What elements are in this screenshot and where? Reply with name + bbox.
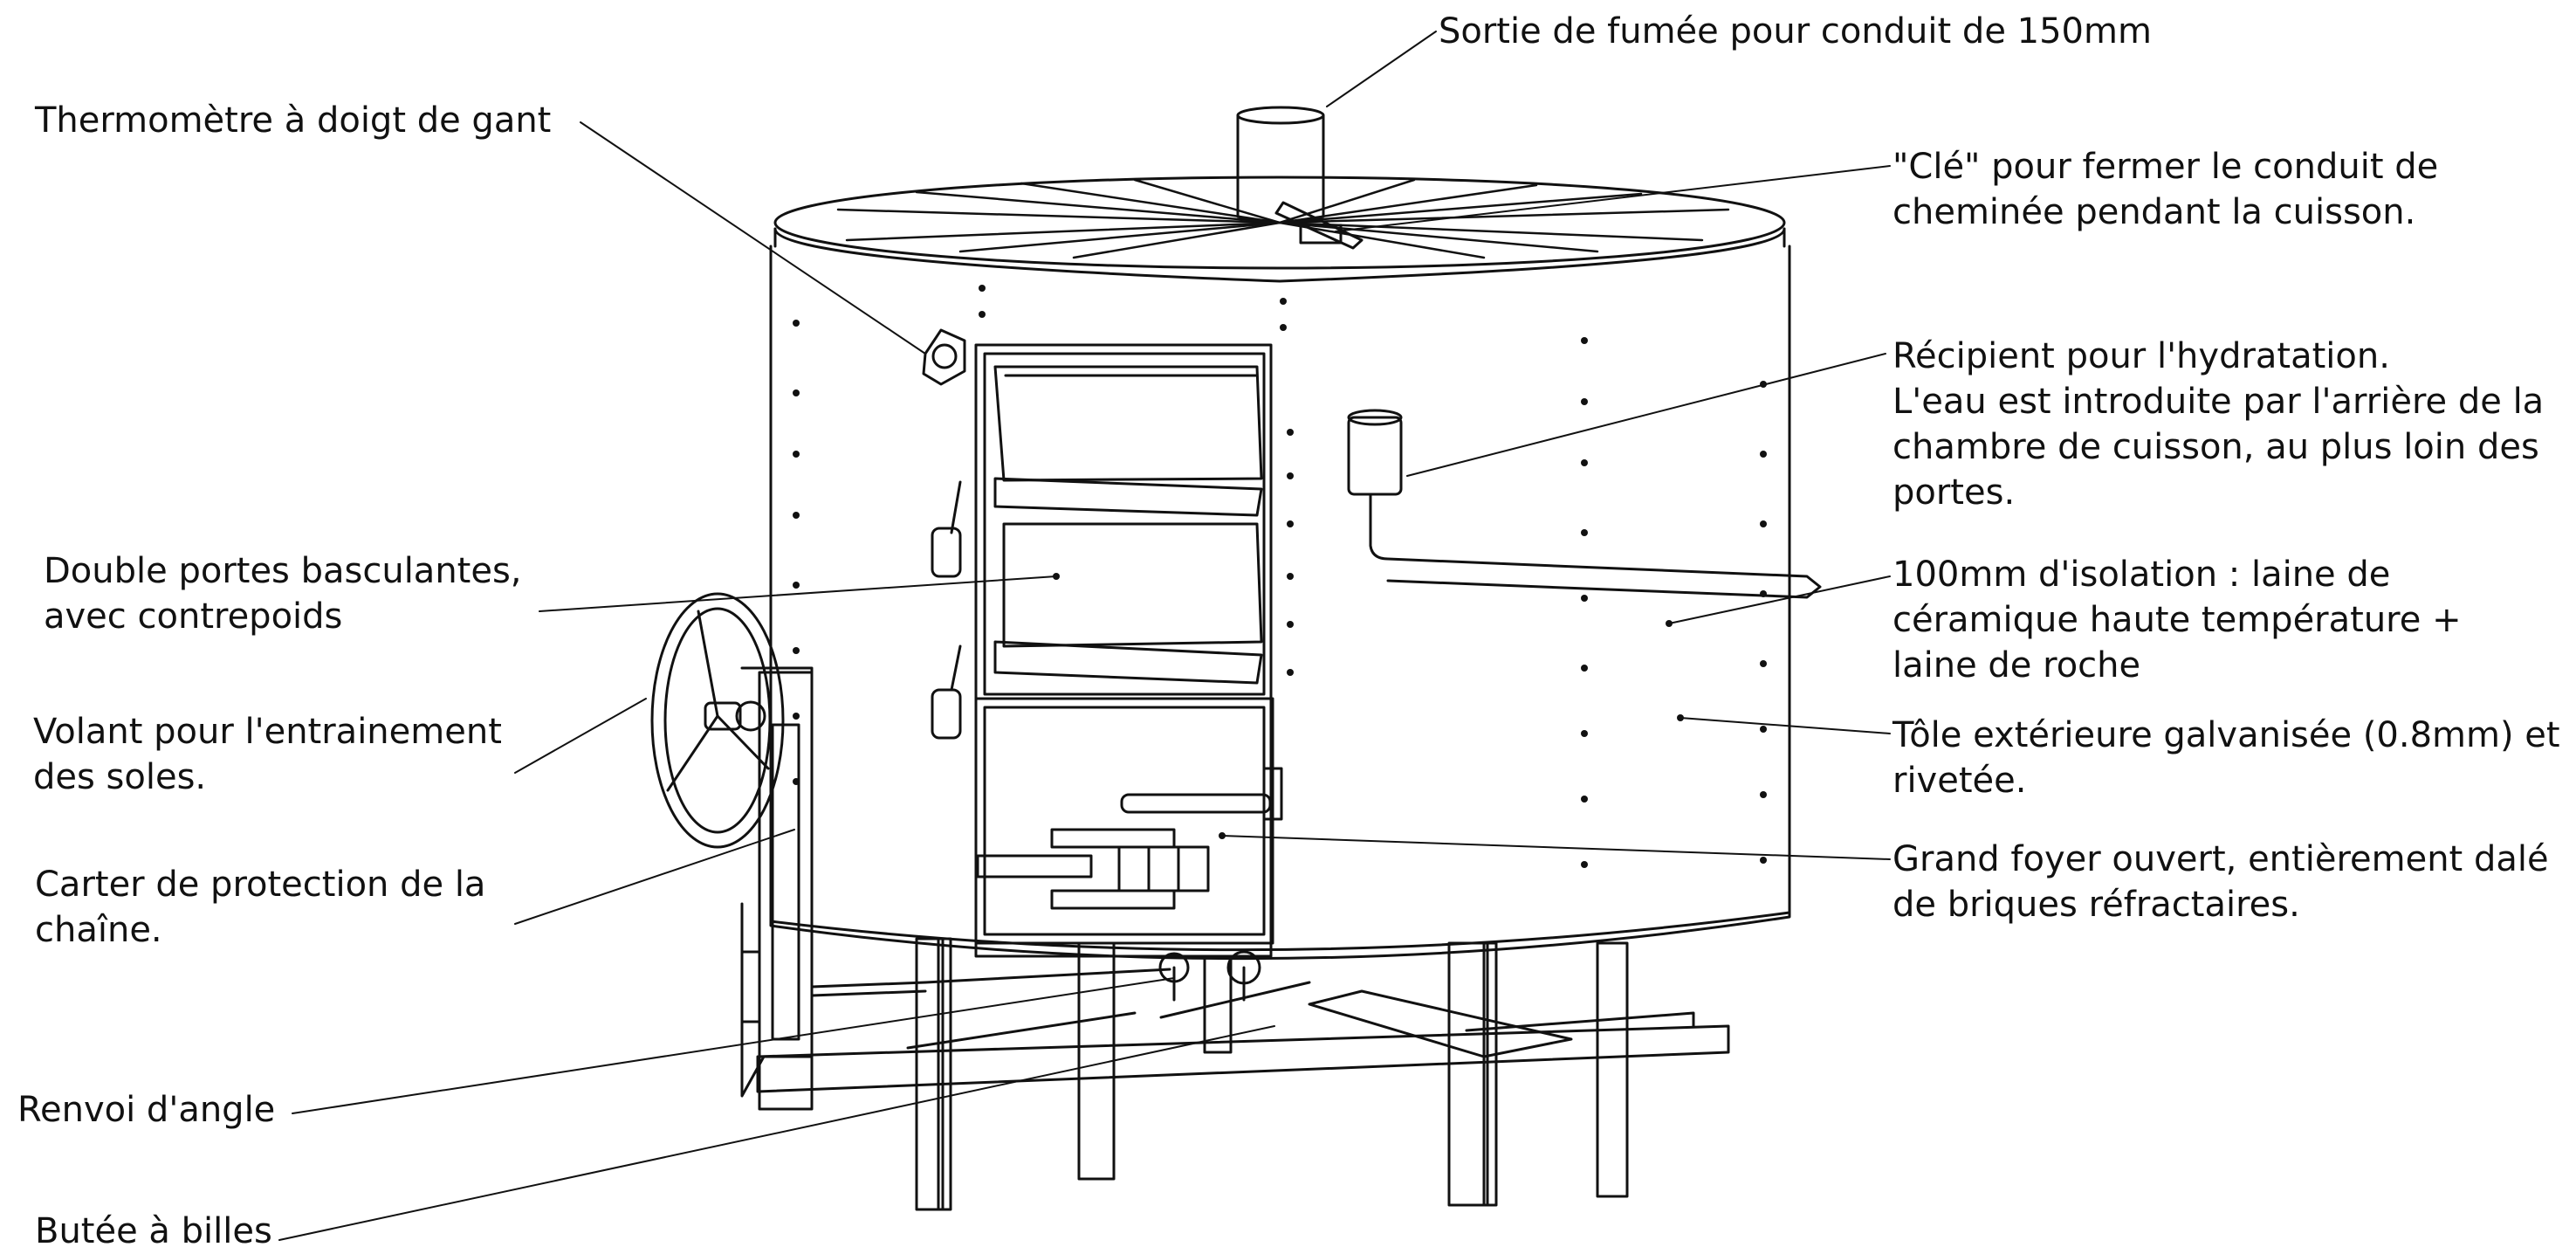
leg: [1596, 941, 1629, 1198]
leader-water-container: [1406, 353, 1886, 477]
leg: [1447, 941, 1489, 1207]
chimney: [1236, 114, 1325, 224]
counterweight: [931, 688, 962, 740]
handwheel-part: [650, 592, 785, 849]
leader-firebox: [1221, 835, 1891, 860]
leader-thermometer: [580, 121, 926, 355]
leader-angle-gear: [292, 977, 1175, 1114]
leader-double-doors: [539, 575, 1057, 612]
label-outer-sheet: Tôle extérieure galvanisée (0.8mm) et ri…: [1893, 715, 2560, 801]
water-container-part: [1347, 409, 1822, 599]
leader-chimney-outlet: [1326, 31, 1437, 107]
label-double-doors: Double portes basculantes, avec contrepo…: [44, 551, 522, 637]
door-assembly: [931, 343, 1283, 958]
firebox-vent: [1117, 845, 1210, 892]
base-frame: [756, 937, 1730, 1211]
leg: [758, 1055, 814, 1111]
leader-handwheel: [514, 698, 647, 774]
leader-chain-guard: [514, 829, 795, 925]
counterweight: [931, 527, 962, 578]
chain-guard-part: [740, 666, 1261, 1098]
damper-key: [1274, 201, 1364, 250]
label-damper-key: "Clé" pour fermer le conduit de cheminée…: [1893, 147, 2439, 232]
thermometer-part: [922, 328, 966, 386]
leader-thrust-bearing: [278, 1025, 1275, 1241]
leader-damper-key: [1335, 165, 1891, 232]
label-chimney-outlet: Sortie de fumée pour conduit de 150mm: [1439, 11, 2152, 52]
leader-insulation: [1668, 575, 1891, 624]
label-chain-guard: Carter de protection de la chaîne.: [35, 865, 486, 950]
label-thrust-bearing: Butée à billes: [35, 1211, 272, 1251]
label-thermometer: Thermomètre à doigt de gant: [35, 100, 552, 141]
label-handwheel: Volant pour l'entrainement des soles.: [33, 712, 502, 797]
label-insulation: 100mm d'isolation : laine de céramique h…: [1893, 555, 2462, 686]
leader-outer-sheet: [1680, 717, 1891, 734]
leader-lines: [278, 31, 1891, 1241]
label-angle-gear: Renvoi d'angle: [17, 1090, 276, 1130]
label-firebox: Grand foyer ouvert, entièrement dalé de …: [1893, 839, 2549, 925]
top-lid: [773, 106, 1786, 283]
leg: [915, 937, 945, 1211]
cylinder-body: [769, 245, 1791, 961]
label-water-container: Récipient pour l'hydratation. L'eau est …: [1893, 336, 2545, 513]
